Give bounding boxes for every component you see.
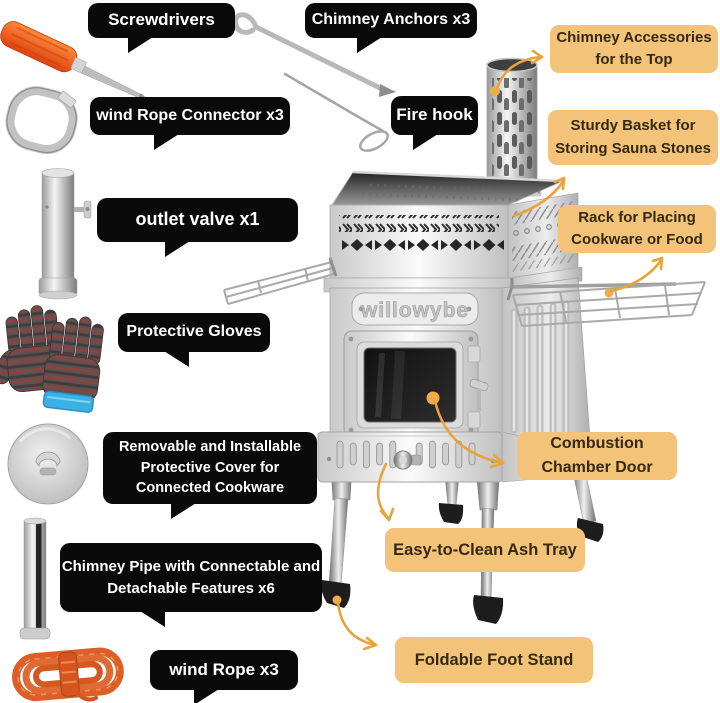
tag-rack-label: Rack for Placing Cookware or Food — [571, 208, 703, 249]
callout-wind-rope: wind Rope x3 — [150, 650, 298, 703]
side-racks — [223, 257, 706, 327]
stove-legs — [321, 465, 604, 624]
callout-outlet-valve-label: outlet valve x1 — [135, 209, 260, 230]
callout-screwdrivers: Screwdrivers — [88, 3, 235, 53]
callout-screwdrivers-label: Screwdrivers — [108, 10, 215, 30]
protective-cover-icon — [7, 423, 89, 505]
callout-tail — [413, 134, 438, 150]
callout-protective-gloves: Protective Gloves — [118, 313, 270, 367]
chimney-pipe-icon — [19, 517, 51, 640]
outlet-valve-icon — [38, 168, 92, 300]
callout-removable-cover: Removable and Installable Protective Cov… — [103, 432, 317, 519]
fire-hook-icon — [283, 72, 389, 152]
callout-chimney-pipe: Chimney Pipe with Connectable and Detach… — [60, 543, 322, 627]
combustion-chamber-door — [343, 330, 489, 439]
callout-tail — [154, 134, 179, 150]
callout-tail — [164, 351, 189, 367]
tag-sturdy-basket-label: Sturdy Basket for Storing Sauna Stones — [555, 117, 711, 157]
stove-chimney — [482, 57, 542, 197]
chimney-anchor-icon — [232, 12, 396, 97]
callout-removable-cover-label: Removable and Installable Protective Cov… — [118, 439, 302, 497]
callout-wind-rope-connector: wind Rope Connector x3 — [90, 97, 290, 150]
tag-foot-stand-label: Foldable Foot Stand — [414, 650, 574, 669]
callout-tail — [194, 689, 219, 703]
tag-ash-tray: Easy-to-Clean Ash Tray — [385, 528, 585, 572]
tag-rack: Rack for Placing Cookware or Food — [558, 205, 716, 253]
carabiner-icon — [5, 86, 78, 154]
wind-rope-icon — [12, 647, 124, 702]
tag-combustion-door: Combustion Chamber Door — [517, 432, 677, 480]
callout-chimney-anchors-label: Chimney Anchors x3 — [311, 11, 471, 29]
callout-tail — [171, 503, 196, 519]
callout-arrows — [332, 49, 664, 651]
callout-chimney-anchors: Chimney Anchors x3 — [305, 3, 477, 53]
brand-logo-text: willowybe — [360, 299, 469, 322]
tag-ash-tray-label: Easy-to-Clean Ash Tray — [393, 540, 577, 559]
tag-combustion-door-label: Combustion Chamber Door — [541, 435, 653, 476]
callout-chimney-pipe-label: Chimney Pipe with Connectable and Detach… — [61, 558, 321, 597]
callout-protective-gloves-label: Protective Gloves — [126, 323, 262, 341]
callout-tail — [128, 37, 153, 53]
callout-wind-rope-connector-label: wind Rope Connector x3 — [96, 106, 284, 124]
callout-outlet-valve: outlet valve x1 — [97, 198, 298, 257]
tag-sturdy-basket: Sturdy Basket for Storing Sauna Stones — [548, 110, 718, 165]
callout-fire-hook-label: Fire hook — [396, 105, 473, 125]
tag-chimney-accessories-label: Chimney Accessories for the Top — [556, 28, 712, 69]
tag-chimney-accessories: Chimney Accessories for the Top — [550, 25, 718, 73]
callout-tail — [357, 37, 382, 53]
callout-wind-rope-label: wind Rope x3 — [169, 659, 279, 679]
stove-basket — [323, 170, 583, 293]
tag-foot-stand: Foldable Foot Stand — [395, 637, 593, 683]
protective-gloves-icon — [0, 305, 104, 413]
callout-tail — [140, 611, 165, 627]
callout-fire-hook: Fire hook — [391, 96, 478, 150]
callout-tail — [165, 241, 190, 257]
